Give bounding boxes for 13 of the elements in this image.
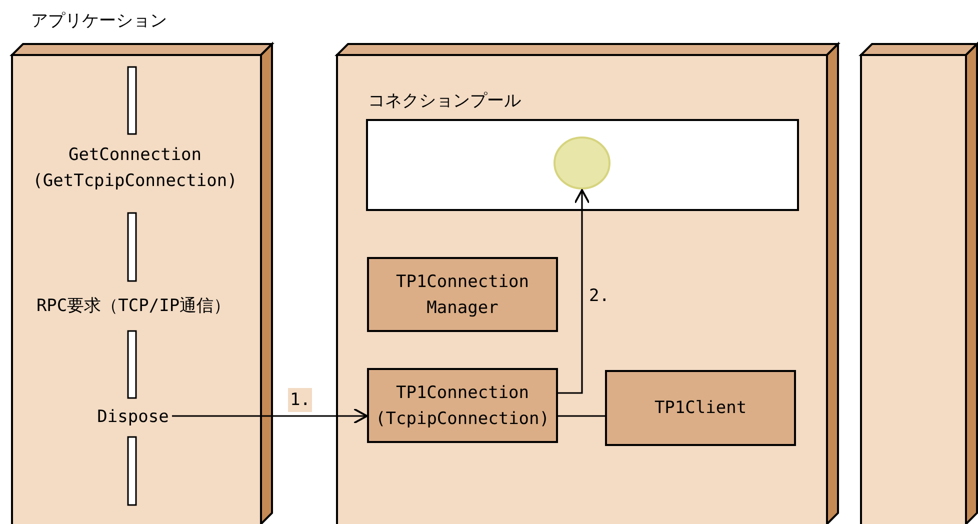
component-box: TP1Client: [605, 370, 796, 446]
pool-heading: コネクションプール: [368, 90, 522, 113]
arrow: [558, 189, 590, 394]
connector-line: [558, 415, 605, 417]
arrow: [172, 408, 368, 424]
method-label: Dispose: [94, 405, 172, 429]
component-box: TP1Connection (TcpipConnection): [367, 368, 558, 443]
method-label: GetConnection (GetTcpipConnection): [32, 144, 238, 193]
edge-label: 1.: [288, 388, 312, 412]
component-box: TP1Connection Manager: [367, 257, 558, 332]
connection-circle: [553, 136, 611, 190]
method-label: RPC要求（TCP/IP通信）: [35, 295, 232, 318]
column-heading: アプリケーション: [31, 10, 168, 33]
